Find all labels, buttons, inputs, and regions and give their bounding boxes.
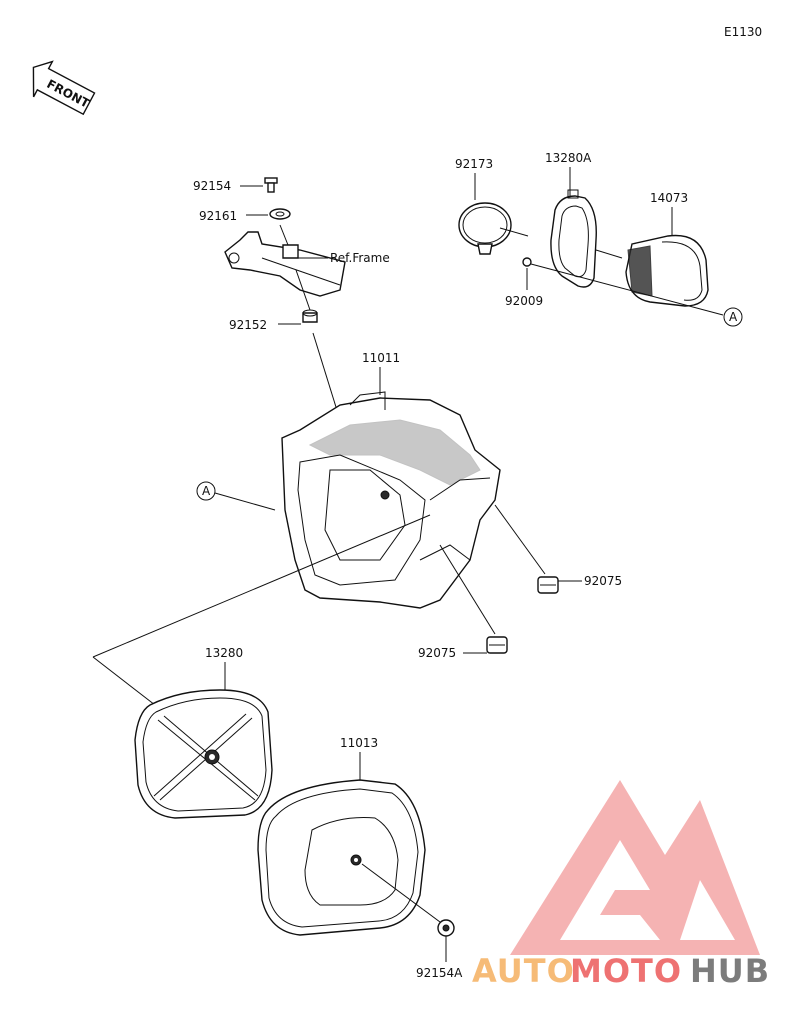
label-92009: 92009 — [505, 294, 543, 308]
svg-text:HUB: HUB — [690, 952, 770, 990]
label-11011: 11011 — [362, 351, 400, 365]
cap-92075-lower — [486, 636, 508, 654]
clamp-92173 — [458, 202, 512, 255]
air-filter-11013 — [257, 779, 426, 936]
svg-text:AUTO: AUTO — [472, 952, 575, 990]
cap-92075-upper — [537, 576, 559, 594]
collar-92152 — [302, 309, 318, 323]
label-92173: 92173 — [455, 157, 493, 171]
label-13280: 13280 — [205, 646, 243, 660]
callout-a-upper: A — [723, 307, 743, 327]
svg-text:A: A — [202, 484, 211, 498]
label-92154A: 92154A — [416, 966, 463, 980]
holder-13280A — [550, 189, 597, 288]
callout-a-lower: A — [196, 481, 216, 501]
watermark-logo-icon — [510, 780, 760, 955]
diagram-code: E1130 — [724, 25, 762, 39]
svg-text:A: A — [729, 310, 738, 324]
label-92075-lower: 92075 — [418, 646, 456, 660]
filter-holder-13280 — [134, 689, 273, 819]
label-92152: 92152 — [229, 318, 267, 332]
grommet-92161 — [269, 208, 291, 220]
label-92154: 92154 — [193, 179, 231, 193]
clip-92154A — [437, 919, 455, 937]
front-arrow-icon: FRONT — [32, 60, 96, 116]
bolt-92009 — [522, 257, 532, 267]
label-11013: 11013 — [340, 736, 378, 750]
label-92075-upper: 92075 — [584, 574, 622, 588]
bolt-92154 — [264, 177, 278, 193]
label-13280A: 13280A — [545, 151, 592, 165]
frame-bracket — [224, 231, 346, 297]
watermark-text: AUTO MOTO HUB — [472, 952, 770, 990]
ref-frame-label: Ref.Frame — [330, 251, 390, 265]
label-92161: 92161 — [199, 209, 237, 223]
label-14073: 14073 — [650, 191, 688, 205]
svg-text:MOTO: MOTO — [570, 952, 682, 990]
air-cleaner-housing-11011 — [281, 391, 501, 609]
duct-14073 — [625, 234, 709, 307]
